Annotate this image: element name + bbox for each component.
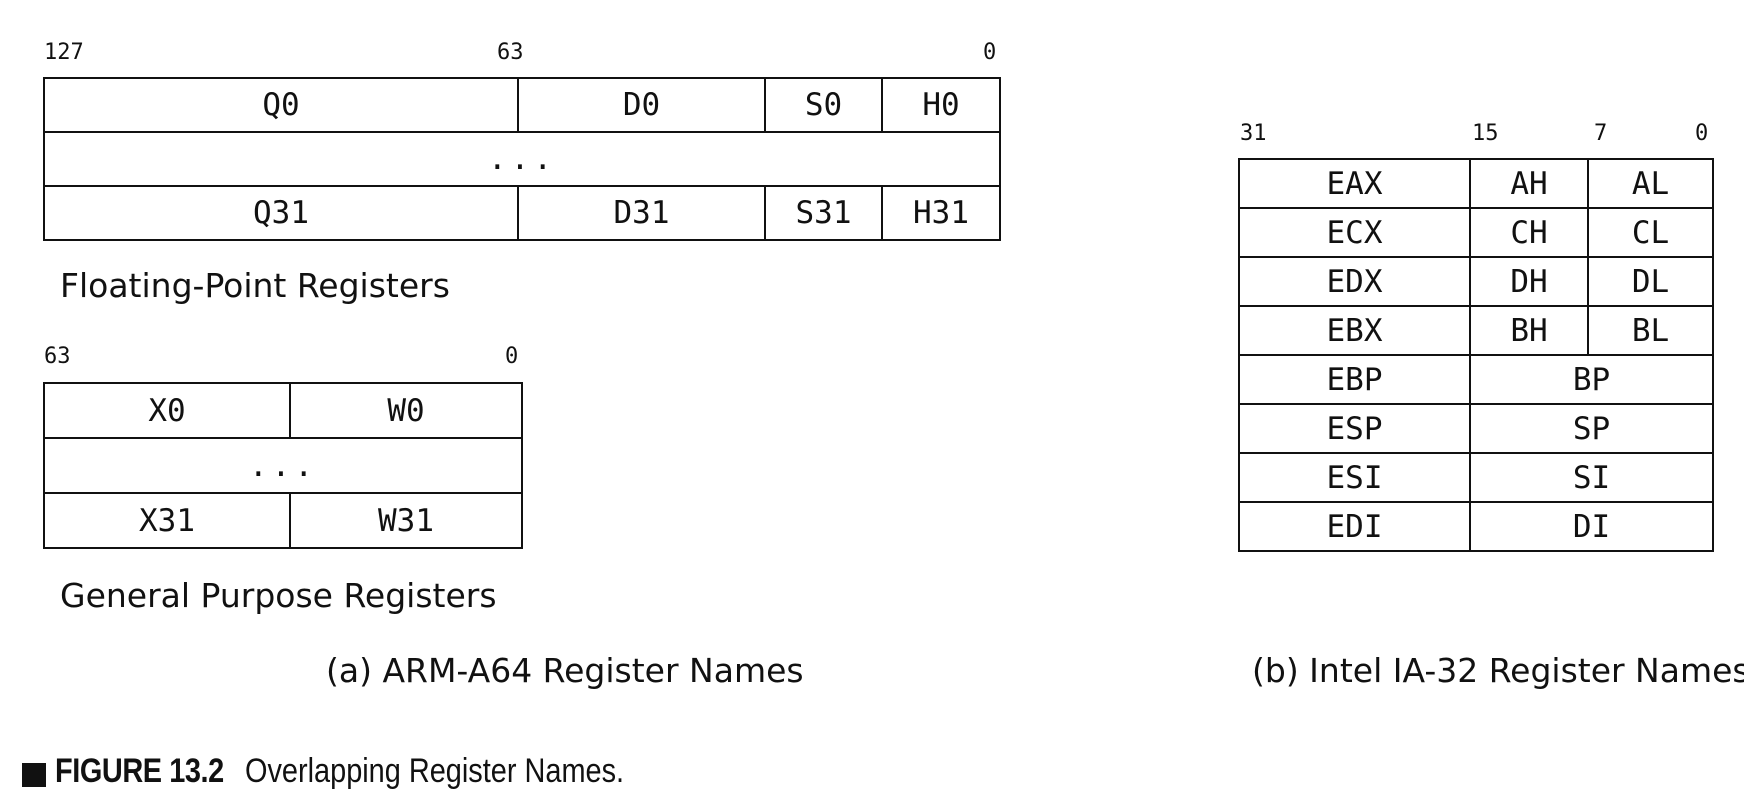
di-register-cell: DI xyxy=(1469,501,1714,552)
arm-subfigure-caption: (a) ARM-A64 Register Names xyxy=(326,651,804,690)
fp-bit-label-127: 127 xyxy=(44,40,84,65)
figure-title: Overlapping Register Names. xyxy=(244,752,624,790)
gp-registers-caption: General Purpose Registers xyxy=(60,576,497,615)
edx-register-row: EDX DH DL xyxy=(1238,256,1714,307)
esi-register-cell: ESI xyxy=(1238,452,1471,503)
dl-register-cell: DL xyxy=(1587,256,1714,307)
al-register-cell: AL xyxy=(1587,158,1714,209)
gp-register-row-31: X31 W31 xyxy=(43,492,523,549)
ebx-register-cell: EBX xyxy=(1238,305,1471,356)
fp-ellipsis-cell: ... xyxy=(43,131,1001,187)
ebp-register-row: EBP BP xyxy=(1238,354,1714,405)
eax-register-cell: EAX xyxy=(1238,158,1471,209)
gp-ellipsis-cell: ... xyxy=(43,437,523,494)
x31-register-cell: X31 xyxy=(43,492,291,549)
intel-register-table: EAX AH AL ECX CH CL EDX DH DL EBX BH BL … xyxy=(1238,158,1714,552)
w0-register-cell: W0 xyxy=(289,382,523,439)
intel-subfigure-caption: (b) Intel IA-32 Register Names xyxy=(1252,651,1744,690)
fp-bit-label-63: 63 xyxy=(497,40,524,65)
gp-bit-label-63: 63 xyxy=(44,344,71,369)
esp-register-row: ESP SP xyxy=(1238,403,1714,454)
fp-register-table: Q0 D0 S0 H0 ... Q31 D31 S31 H31 xyxy=(43,77,1001,241)
q31-register-cell: Q31 xyxy=(43,185,519,241)
h0-register-cell: H0 xyxy=(881,77,1001,133)
eax-register-row: EAX AH AL xyxy=(1238,158,1714,209)
gp-register-ellipsis-row: ... xyxy=(43,437,523,494)
gp-register-table: X0 W0 ... X31 W31 xyxy=(43,382,523,549)
ebx-register-row: EBX BH BL xyxy=(1238,305,1714,356)
figure-caption: FIGURE 13.2 Overlapping Register Names. xyxy=(22,752,691,791)
edi-register-row: EDI DI xyxy=(1238,501,1714,552)
intel-bit-label-0: 0 xyxy=(1695,121,1709,146)
si-register-cell: SI xyxy=(1469,452,1714,503)
fp-registers-caption: Floating-Point Registers xyxy=(60,266,450,305)
cl-register-cell: CL xyxy=(1587,207,1714,258)
edx-register-cell: EDX xyxy=(1238,256,1471,307)
ch-register-cell: CH xyxy=(1469,207,1589,258)
intel-bit-label-31: 31 xyxy=(1240,121,1267,146)
bh-register-cell: BH xyxy=(1469,305,1589,356)
x0-register-cell: X0 xyxy=(43,382,291,439)
square-bullet-icon xyxy=(22,762,46,787)
sp-register-cell: SP xyxy=(1469,403,1714,454)
gp-bit-label-0: 0 xyxy=(505,344,519,369)
d31-register-cell: D31 xyxy=(517,185,766,241)
fp-register-row-31: Q31 D31 S31 H31 xyxy=(43,185,1001,241)
ebp-register-cell: EBP xyxy=(1238,354,1471,405)
ecx-register-row: ECX CH CL xyxy=(1238,207,1714,258)
intel-bit-label-7: 7 xyxy=(1594,121,1608,146)
bp-register-cell: BP xyxy=(1469,354,1714,405)
ah-register-cell: AH xyxy=(1469,158,1589,209)
gp-register-row-0: X0 W0 xyxy=(43,382,523,439)
esp-register-cell: ESP xyxy=(1238,403,1471,454)
s0-register-cell: S0 xyxy=(764,77,883,133)
q0-register-cell: Q0 xyxy=(43,77,519,133)
edi-register-cell: EDI xyxy=(1238,501,1471,552)
fp-bit-label-0: 0 xyxy=(983,40,997,65)
h31-register-cell: H31 xyxy=(881,185,1001,241)
w31-register-cell: W31 xyxy=(289,492,523,549)
intel-bit-label-15: 15 xyxy=(1472,121,1499,146)
esi-register-row: ESI SI xyxy=(1238,452,1714,503)
ecx-register-cell: ECX xyxy=(1238,207,1471,258)
figure-number: FIGURE 13.2 xyxy=(55,752,224,790)
fp-register-row-0: Q0 D0 S0 H0 xyxy=(43,77,1001,133)
s31-register-cell: S31 xyxy=(764,185,883,241)
dh-register-cell: DH xyxy=(1469,256,1589,307)
bl-register-cell: BL xyxy=(1587,305,1714,356)
d0-register-cell: D0 xyxy=(517,77,766,133)
fp-register-ellipsis-row: ... xyxy=(43,131,1001,187)
